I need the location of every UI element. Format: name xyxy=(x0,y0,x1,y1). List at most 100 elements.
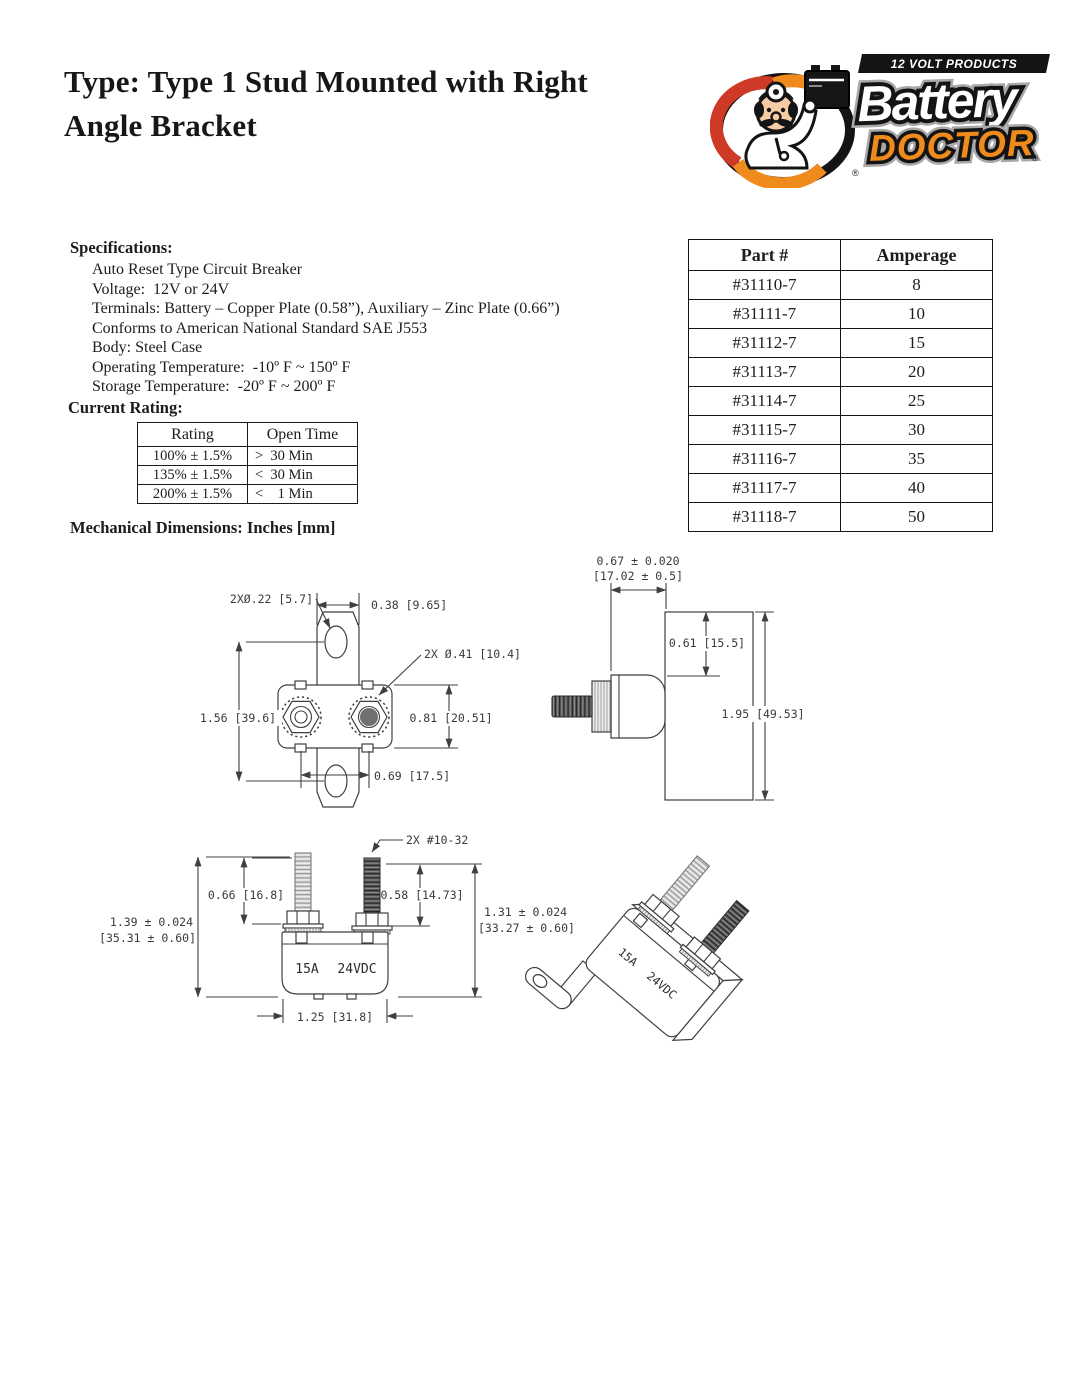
spec-item: Voltage: 12V or 24V xyxy=(92,280,230,298)
page-title: Type: Type 1 Stud Mounted with Right Ang… xyxy=(64,60,724,148)
part-number-cell: #31113-7 xyxy=(688,357,841,387)
amperage-cell: 8 xyxy=(840,270,993,300)
part-number-cell: #31111-7 xyxy=(688,299,841,329)
open-time-cell: < 30 Min xyxy=(247,465,358,485)
stethoscope-icon xyxy=(778,150,790,162)
current-rating-heading: Current Rating: xyxy=(68,398,183,417)
rating-col-header: Rating xyxy=(137,422,248,447)
tagline-text: 12 VOLT PRODUCTS xyxy=(891,57,1017,71)
dim-terminal-spacing: 0.69 [17.5] xyxy=(374,769,450,783)
part-number-cell: #31112-7 xyxy=(688,328,841,358)
dim-stud-left-height: 0.66 [16.8] xyxy=(208,888,284,902)
top-view-drawing: 0.38 [9.65] 2XØ.22 [5.7] 2X Ø.41 [10.4] … xyxy=(196,592,521,808)
breaker-body-front-view xyxy=(281,931,389,995)
auxiliary-stud-nut xyxy=(351,912,393,935)
bracket-foot-hole xyxy=(532,974,548,989)
rating-cell: 100% ± 1.5% xyxy=(137,446,248,466)
dim-body-width: 1.25 [31.8] xyxy=(297,1010,373,1024)
terminal-nut-side xyxy=(591,680,612,733)
body-bottom-tab xyxy=(346,993,357,1000)
dim-height-right-in: 1.31 ± 0.024 xyxy=(484,905,567,919)
specifications-section: Specifications: Auto Reset Type Circuit … xyxy=(70,238,670,397)
part-number-cell: #31115-7 xyxy=(688,415,841,445)
battery-nut-iso xyxy=(637,893,680,935)
spec-item: Operating Temperature: -10º F ~ 150º F xyxy=(92,358,351,376)
amperage-cell: 10 xyxy=(840,299,993,329)
bracket-mounting-hole xyxy=(324,625,348,659)
part-number-cell: #31114-7 xyxy=(688,386,841,416)
body-notch xyxy=(294,680,307,690)
open-time-col-header: Open Time xyxy=(247,422,358,447)
dim-depth-in: 0.67 ± 0.020 xyxy=(596,554,679,568)
dim-body-height: 0.81 [20.51] xyxy=(409,711,492,725)
spec-item: Storage Temperature: -20º F ~ 200º F xyxy=(92,378,336,395)
mechanical-drawings: 0.38 [9.65] 2XØ.22 [5.7] 2X Ø.41 [10.4] … xyxy=(99,554,818,1042)
body-top-tab xyxy=(361,931,374,944)
part-number-cell: #31117-7 xyxy=(688,473,841,503)
current-rating-table: Rating Open Time 100% ± 1.5% > 30 Min 13… xyxy=(137,422,358,504)
part-number-cell: #31110-7 xyxy=(688,270,841,300)
brand-wordmark: Battery Battery DOCTOR DOCTOR ® xyxy=(850,64,1041,175)
isometric-view-drawing: 15A 24VDC xyxy=(524,855,750,1042)
body-notch xyxy=(361,743,374,753)
dim-hole-spacing: 1.56 [39.6] xyxy=(200,711,276,725)
mascot-hand xyxy=(802,98,818,114)
doctor-mascot-icon: ® xyxy=(709,65,859,191)
body-marking-volt: 24VDC xyxy=(337,962,376,977)
body-front-face-iso xyxy=(585,907,720,1038)
auxiliary-stud-iso xyxy=(700,899,750,954)
dim-tab-width: 0.38 [9.65] xyxy=(371,598,447,612)
dim-bracket-height: 1.95 [49.53] xyxy=(721,707,804,721)
terminal-stud-side xyxy=(551,695,593,718)
body-bottom-tab xyxy=(313,993,324,1000)
battery-stud xyxy=(294,852,312,912)
specifications-list: Auto Reset Type Circuit Breaker Voltage:… xyxy=(92,260,670,397)
dim-bracket-hole-dia: 2XØ.22 [5.7] xyxy=(230,592,313,606)
spec-item: Conforms to American National Standard S… xyxy=(92,319,428,337)
dim-height-left-mm: [35.31 ± 0.60] xyxy=(99,931,196,945)
brand-logo: 12 VOLT PRODUCTS xyxy=(709,48,1060,191)
dim-offset: 0.61 [15.5] xyxy=(669,636,745,650)
page-title-line2: Angle Bracket xyxy=(64,108,257,144)
svg-text:Battery: Battery xyxy=(856,71,1020,133)
mascot-registered-mark: ® xyxy=(852,168,859,178)
body-notch xyxy=(361,680,374,690)
parts-header-row: Part # Amperage xyxy=(688,239,993,271)
body-notch xyxy=(294,743,307,753)
open-time-cell: < 1 Min xyxy=(247,484,358,504)
open-time-cell: > 30 Min xyxy=(247,446,358,466)
dim-thread-size: 2X #10-32 xyxy=(406,833,468,847)
rating-row: 135% ± 1.5% < 30 Min xyxy=(137,465,358,485)
rating-header-row: Rating Open Time xyxy=(137,422,358,447)
amperage-cell: 20 xyxy=(840,357,993,387)
part-col-header: Part # xyxy=(688,239,841,271)
mechanical-dimensions-heading: Mechanical Dimensions: Inches [mm] xyxy=(70,518,336,537)
amperage-cell: 40 xyxy=(840,473,993,503)
spec-item: Body: Steel Case xyxy=(92,339,203,356)
amperage-cell: 25 xyxy=(840,386,993,416)
amperage-col-header: Amperage xyxy=(840,239,993,271)
rating-cell: 200% ± 1.5% xyxy=(137,484,248,504)
battery-stud-iso xyxy=(659,855,711,912)
brand-word-battery: Battery xyxy=(856,71,1020,133)
auxiliary-stud xyxy=(363,857,381,914)
dim-height-right-mm: [33.27 ± 0.60] xyxy=(478,921,575,935)
rating-row: 200% ± 1.5% < 1 Min xyxy=(137,484,358,504)
spec-item: Auto Reset Type Circuit Breaker xyxy=(92,261,303,278)
body-top-tab-iso xyxy=(632,912,649,929)
auxiliary-nut-iso xyxy=(678,936,722,977)
brand-registered-mark: ® xyxy=(1031,153,1038,163)
rating-cell: 135% ± 1.5% xyxy=(137,465,248,485)
bracket-mounting-hole xyxy=(324,764,348,798)
tagline-ribbon xyxy=(858,54,1050,73)
dim-stud-right-height: 0.58 [14.73] xyxy=(380,888,463,902)
dim-terminal-dia: 2X Ø.41 [10.4] xyxy=(424,647,521,661)
